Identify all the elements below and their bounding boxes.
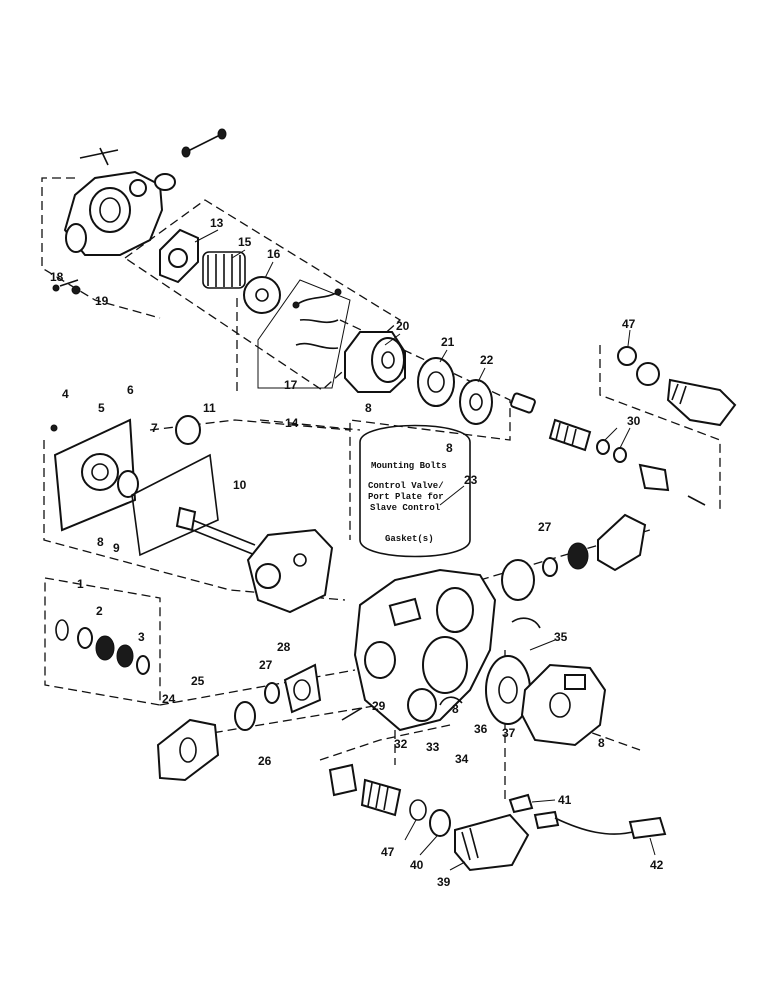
callout-33: 33	[426, 740, 440, 754]
callout-18: 18	[50, 270, 64, 284]
callout-40: 40	[410, 858, 424, 872]
note-line-3: Port Plate for	[368, 492, 444, 502]
top-pin	[79, 147, 119, 166]
solenoid-cartridge-bottom	[454, 813, 530, 872]
callout-37: 37	[502, 726, 516, 740]
callout-41: 41	[558, 793, 572, 807]
main-pump-housing	[353, 568, 497, 732]
oring-47-bottom	[409, 799, 427, 821]
control-valve-spool-bottom	[328, 763, 402, 817]
callout-22: 22	[480, 353, 494, 367]
callout-3: 3	[138, 630, 145, 644]
bolt-29	[341, 707, 363, 721]
callout-1: 1	[77, 577, 84, 591]
bearing-11	[175, 415, 201, 445]
callout-36: 36	[474, 722, 488, 736]
oring-40	[429, 809, 451, 837]
callout-28: 28	[277, 640, 291, 654]
callout-7: 7	[151, 421, 158, 435]
callout-35: 35	[554, 630, 568, 644]
callout-34: 34	[455, 752, 469, 766]
callout-47-a: 47	[622, 317, 636, 331]
callout-47-b: 47	[381, 845, 395, 859]
callout-27-a: 27	[259, 658, 273, 672]
charge-pump-body	[246, 528, 334, 614]
solenoid-cartridge-top	[617, 346, 737, 427]
callout-14: 14	[285, 416, 299, 430]
control-valve-spool	[510, 392, 706, 506]
callout-21: 21	[441, 335, 455, 349]
callout-19: 19	[95, 294, 109, 308]
callout-27-b: 27	[538, 520, 552, 534]
callout-26: 26	[258, 754, 272, 768]
link-set	[292, 288, 342, 350]
callout-20: 20	[396, 319, 410, 333]
seal-arc-35	[511, 617, 541, 629]
parts: Mounting Bolts Control Valve/ Port Plate…	[50, 128, 737, 872]
note-line-2: Control Valve/	[368, 481, 444, 491]
gasket-9	[131, 453, 219, 557]
callout-5: 5	[98, 401, 105, 415]
callout-8-e: 8	[598, 736, 605, 750]
callout-9: 9	[113, 541, 120, 555]
callout-30: 30	[627, 414, 641, 428]
port-plate-21	[417, 357, 455, 407]
callout-42: 42	[650, 858, 664, 872]
retainer-plate	[243, 276, 281, 314]
swash-plate	[159, 228, 199, 284]
callout-10: 10	[233, 478, 247, 492]
callout-16: 16	[267, 247, 281, 261]
hose-fitting	[508, 793, 667, 840]
callouts: 1 2 3 4 5 6 7 8 8 8 8 8 9 10 11 13 14 15…	[50, 216, 664, 889]
note-line-5: Gasket(s)	[385, 534, 434, 544]
callout-8-a: 8	[97, 535, 104, 549]
pump-head-housing	[63, 170, 176, 256]
end-housing-37	[520, 663, 607, 747]
callout-25: 25	[191, 674, 205, 688]
bearing-26	[234, 701, 256, 731]
flange-25	[156, 718, 220, 782]
note-line-4: Slave Control	[370, 503, 441, 513]
callout-4: 4	[62, 387, 69, 401]
callout-24: 24	[162, 692, 176, 706]
seal-27-28	[264, 663, 322, 714]
bearing-7	[117, 470, 139, 498]
screw-set-18	[52, 279, 81, 295]
callout-6: 6	[127, 383, 134, 397]
callout-23: 23	[464, 473, 478, 487]
seal-kit-1	[55, 619, 150, 675]
flange-right-upper	[501, 513, 647, 601]
callout-2: 2	[96, 604, 103, 618]
piston-set	[202, 251, 246, 289]
callout-32: 32	[394, 737, 408, 751]
callout-17: 17	[284, 378, 298, 392]
callout-11: 11	[203, 401, 216, 415]
callout-15: 15	[238, 235, 252, 249]
callout-39: 39	[437, 875, 451, 889]
top-screw	[181, 128, 227, 158]
callout-8-b: 8	[365, 401, 372, 415]
cylinder-barrel	[344, 331, 406, 393]
callout-29: 29	[372, 699, 386, 713]
note-line-1: Mounting Bolts	[371, 461, 447, 471]
callout-8-d: 8	[452, 702, 459, 716]
drive-shaft	[175, 506, 256, 556]
end-cover-plate	[50, 418, 137, 532]
callout-13: 13	[210, 216, 224, 230]
note-box: Mounting Bolts Control Valve/ Port Plate…	[359, 424, 471, 558]
valve-plate-22	[459, 379, 493, 425]
callout-8-c: 8	[446, 441, 453, 455]
seal-arc-33	[439, 696, 463, 706]
